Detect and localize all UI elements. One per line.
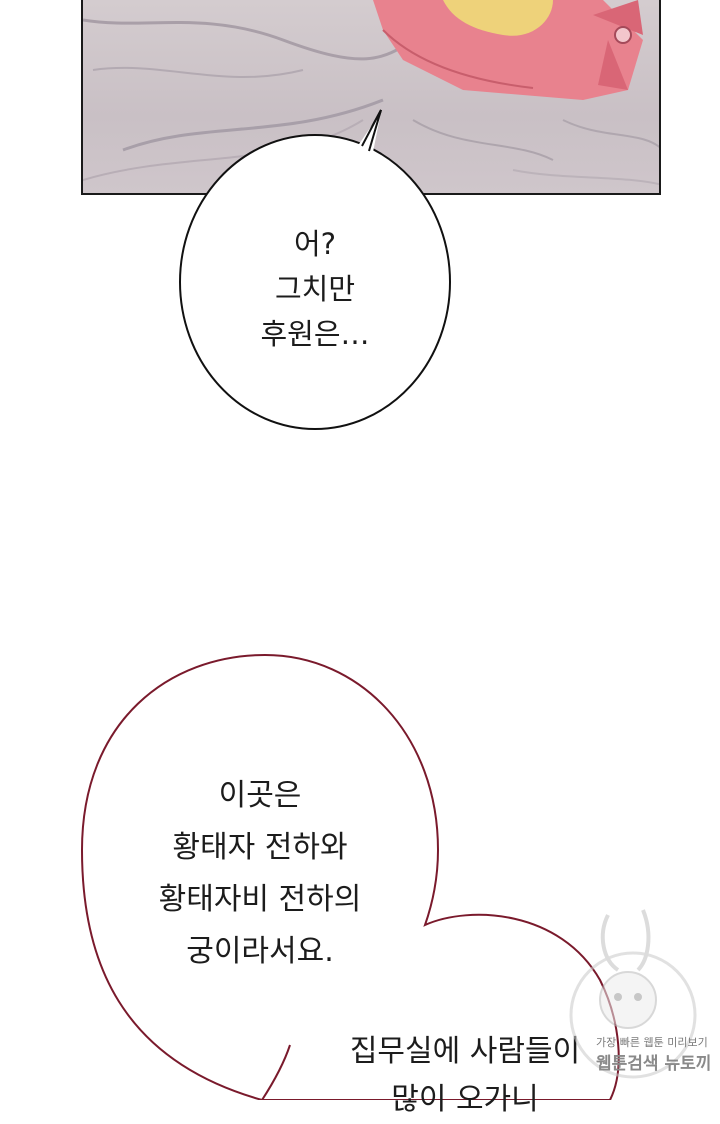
watermark-tagline: 가장 빠른 웹툰 미리보기 bbox=[596, 1036, 708, 1049]
speech-bubble-1-body bbox=[179, 134, 451, 430]
speech-bubble-2 bbox=[80, 653, 620, 1100]
hair-shape bbox=[443, 0, 553, 36]
panel-artwork bbox=[83, 0, 659, 186]
bubble-2-text: 이곳은 황태자 전하와 황태자비 전하의 궁이라서요. bbox=[158, 778, 362, 969]
dress-shape bbox=[373, 0, 643, 100]
watermark-mascot-icon bbox=[569, 909, 697, 1079]
bubble-1-text: 어? 그치만 후원은… bbox=[260, 227, 370, 351]
watermark-brand: 웹툰검색 뉴토끼 bbox=[596, 1054, 712, 1074]
speech-bubbles-layer bbox=[80, 109, 620, 1100]
